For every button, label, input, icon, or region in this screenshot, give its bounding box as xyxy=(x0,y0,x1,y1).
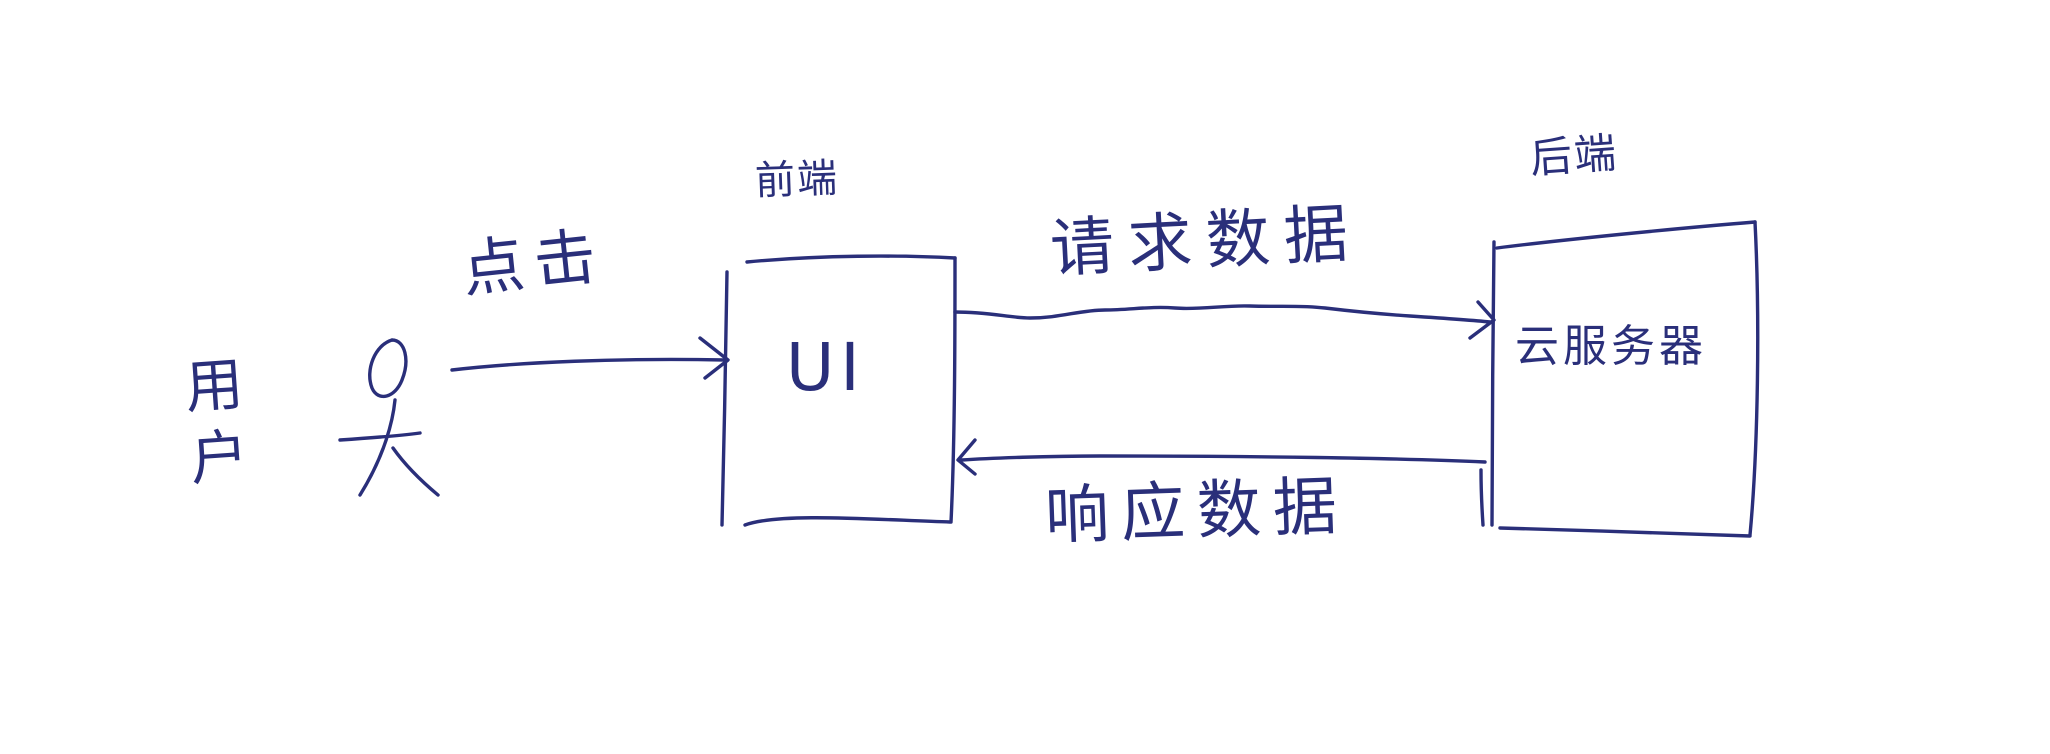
frontend-box xyxy=(720,254,957,527)
click-label: 点击 xyxy=(458,218,610,307)
response-arrow xyxy=(956,438,1487,476)
cloud-server-label: 云服务器 xyxy=(1515,321,1707,372)
response-data-label: 响应数据 xyxy=(1043,469,1351,555)
backend-label: 后端 xyxy=(1528,127,1620,184)
backend-box xyxy=(1479,220,1760,538)
click-arrow xyxy=(450,336,730,380)
user-label: 用户 xyxy=(173,352,251,502)
user-figure-icon xyxy=(338,338,440,497)
ui-label: UI xyxy=(786,329,866,406)
frontend-label: 前端 xyxy=(754,155,840,205)
request-data-label: 请求数据 xyxy=(1048,196,1364,288)
request-arrow xyxy=(953,300,1496,340)
